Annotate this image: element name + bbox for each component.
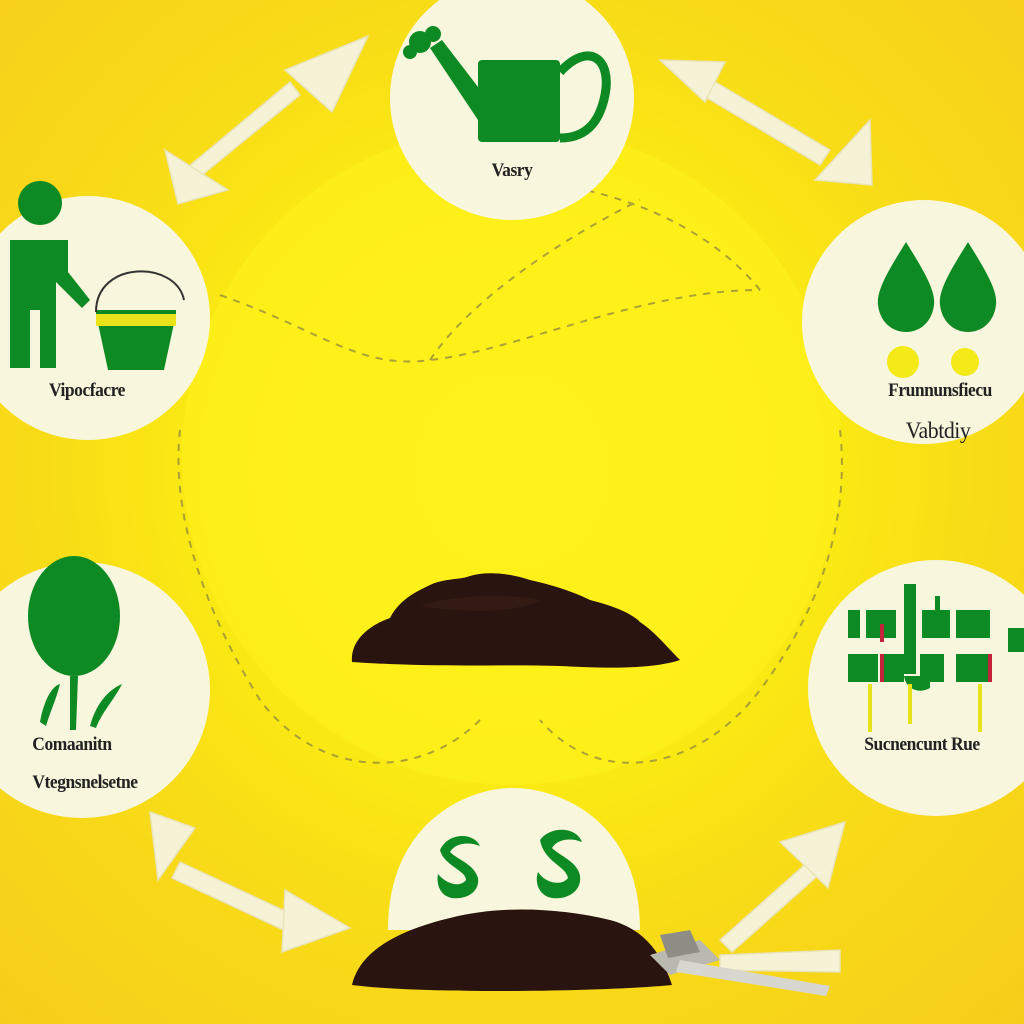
water-drops-icon (877, 242, 997, 378)
node-lower-left (0, 556, 210, 818)
node-upper-left (0, 181, 210, 440)
watering-can-icon (403, 26, 611, 143)
node-lower-right-label: Sucnencunt Rue (864, 734, 980, 755)
tree-sprout-icon (28, 556, 122, 730)
node-lower-left-label-2: Vtegnsnelsetne (32, 772, 138, 793)
node-lower-right (808, 560, 1024, 816)
node-bottom (352, 788, 672, 992)
seedling-markers-icon (848, 584, 1024, 732)
cycle-arrows (149, 34, 873, 973)
node-upper-left-label: Vipocfacre (49, 380, 125, 401)
node-upper-right (802, 200, 1024, 444)
arrow-upper-right (658, 59, 873, 186)
sprouts-in-soil-icon (352, 829, 672, 992)
dashed-cycle-path (177, 184, 843, 764)
soil-mound-icon (351, 573, 680, 668)
node-lower-left-label-1: Comaanitn (32, 734, 112, 755)
arrow-lower-right (718, 820, 847, 973)
pruning-shears-icon (650, 930, 830, 996)
inner-glow-disc (182, 125, 842, 785)
node-upper-right-label-1: Frunnunsfiecu (888, 380, 992, 401)
arrow-upper-left (163, 34, 370, 205)
node-top (390, 0, 634, 220)
person-with-bucket-icon (10, 181, 185, 370)
node-top-label: Vasry (491, 160, 533, 181)
arrow-lower-left (149, 810, 352, 954)
node-upper-right-label-2: Vabtdiy (905, 418, 971, 443)
